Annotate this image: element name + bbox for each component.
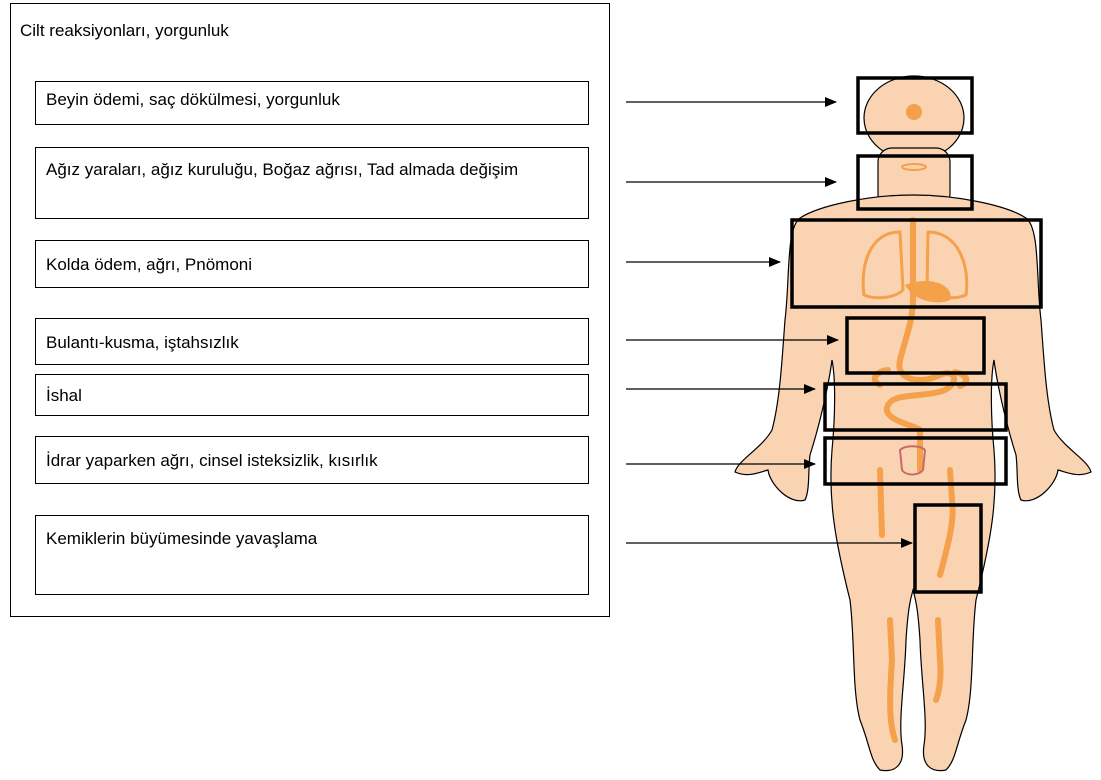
body-silhouette — [735, 76, 1091, 771]
